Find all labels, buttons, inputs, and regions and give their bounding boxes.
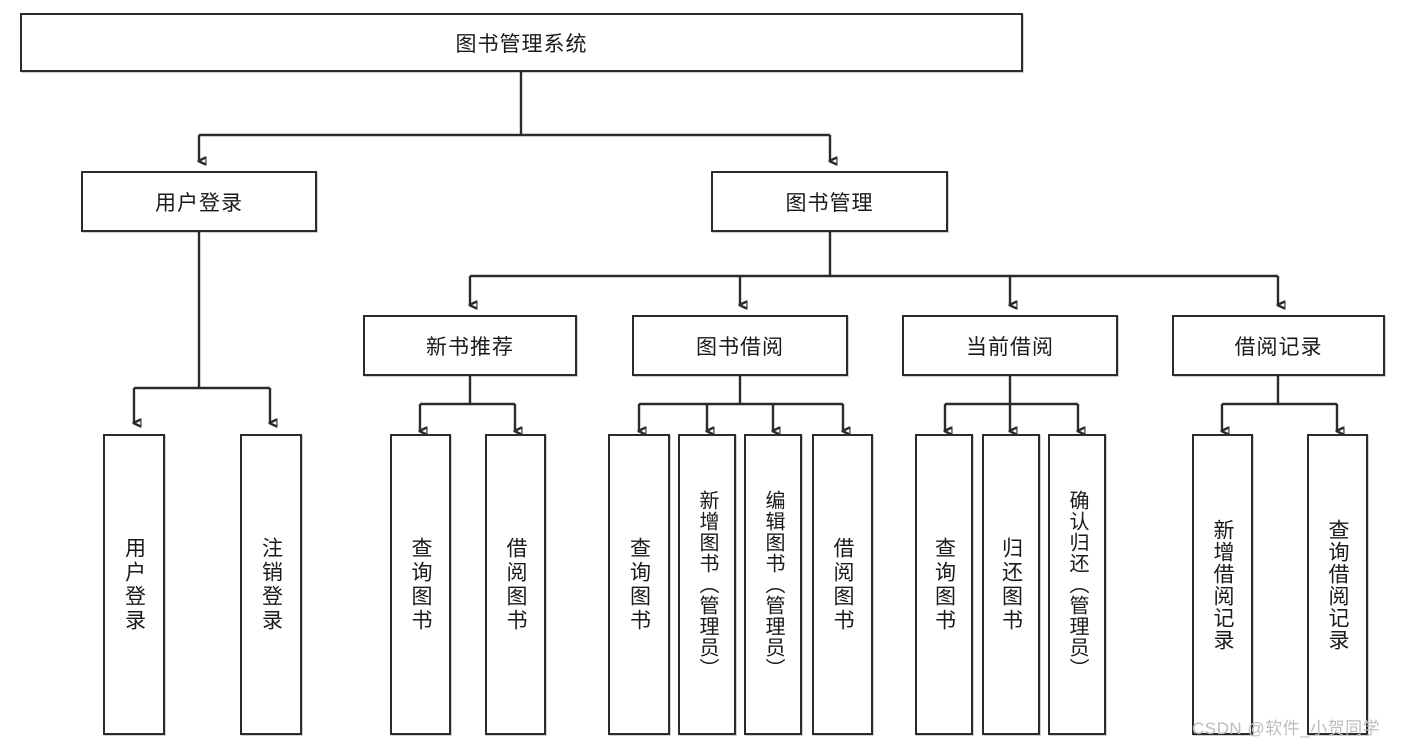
- leaf-query-borrow-record[interactable]: 查询借阅记录: [1307, 434, 1368, 735]
- node-label: 用户登录: [122, 536, 146, 633]
- leaf-user-logout[interactable]: 注销登录: [240, 434, 302, 735]
- leaf-query-book-newbook[interactable]: 查询图书: [390, 434, 451, 735]
- node-root-system[interactable]: 图书管理系统: [20, 13, 1023, 72]
- node-label: 图书管理: [785, 191, 874, 215]
- leaf-query-book-current[interactable]: 查询图书: [915, 434, 973, 735]
- node-label: 查询图书: [409, 536, 432, 633]
- node-label: 确认归还（管理员）: [1066, 490, 1088, 679]
- leaf-add-borrow-record[interactable]: 新增借阅记录: [1192, 434, 1253, 735]
- leaf-user-login[interactable]: 用户登录: [103, 434, 165, 735]
- node-label: 注销登录: [259, 536, 283, 633]
- node-label: 归还图书: [999, 536, 1023, 633]
- node-label: 编辑图书（管理员）: [762, 490, 784, 679]
- node-label: 当前借阅: [966, 335, 1054, 359]
- leaf-confirm-return-admin[interactable]: 确认归还（管理员）: [1048, 434, 1106, 735]
- node-user-login[interactable]: 用户登录: [81, 171, 317, 232]
- node-label: 用户登录: [155, 191, 243, 215]
- node-label: 借阅图书: [831, 536, 854, 633]
- node-label: 查询图书: [932, 536, 956, 633]
- leaf-return-book[interactable]: 归还图书: [982, 434, 1040, 735]
- leaf-borrow-book-borrow[interactable]: 借阅图书: [812, 434, 873, 735]
- node-label: 借阅图书: [504, 536, 527, 633]
- node-borrow-record[interactable]: 借阅记录: [1172, 315, 1385, 376]
- node-current-borrow[interactable]: 当前借阅: [902, 315, 1118, 376]
- leaf-add-book-admin[interactable]: 新增图书（管理员）: [678, 434, 736, 735]
- leaf-edit-book-admin[interactable]: 编辑图书（管理员）: [744, 434, 802, 735]
- node-label: 新书推荐: [426, 335, 514, 359]
- node-label: 新增借阅记录: [1211, 518, 1234, 651]
- node-label: 查询借阅记录: [1326, 518, 1349, 651]
- csdn-watermark: CSDN @软件_小贺同学: [1192, 719, 1381, 738]
- node-label: 查询图书: [627, 536, 651, 633]
- leaf-query-book-borrow[interactable]: 查询图书: [608, 434, 670, 735]
- node-label: 图书管理系统: [455, 32, 588, 56]
- node-new-book-recommend[interactable]: 新书推荐: [363, 315, 577, 376]
- node-label: 借阅记录: [1234, 335, 1323, 359]
- node-book-management[interactable]: 图书管理: [711, 171, 948, 232]
- node-book-borrow[interactable]: 图书借阅: [632, 315, 848, 376]
- node-label: 图书借阅: [696, 335, 784, 359]
- leaf-borrow-book-newbook[interactable]: 借阅图书: [485, 434, 546, 735]
- node-label: 新增图书（管理员）: [696, 490, 718, 679]
